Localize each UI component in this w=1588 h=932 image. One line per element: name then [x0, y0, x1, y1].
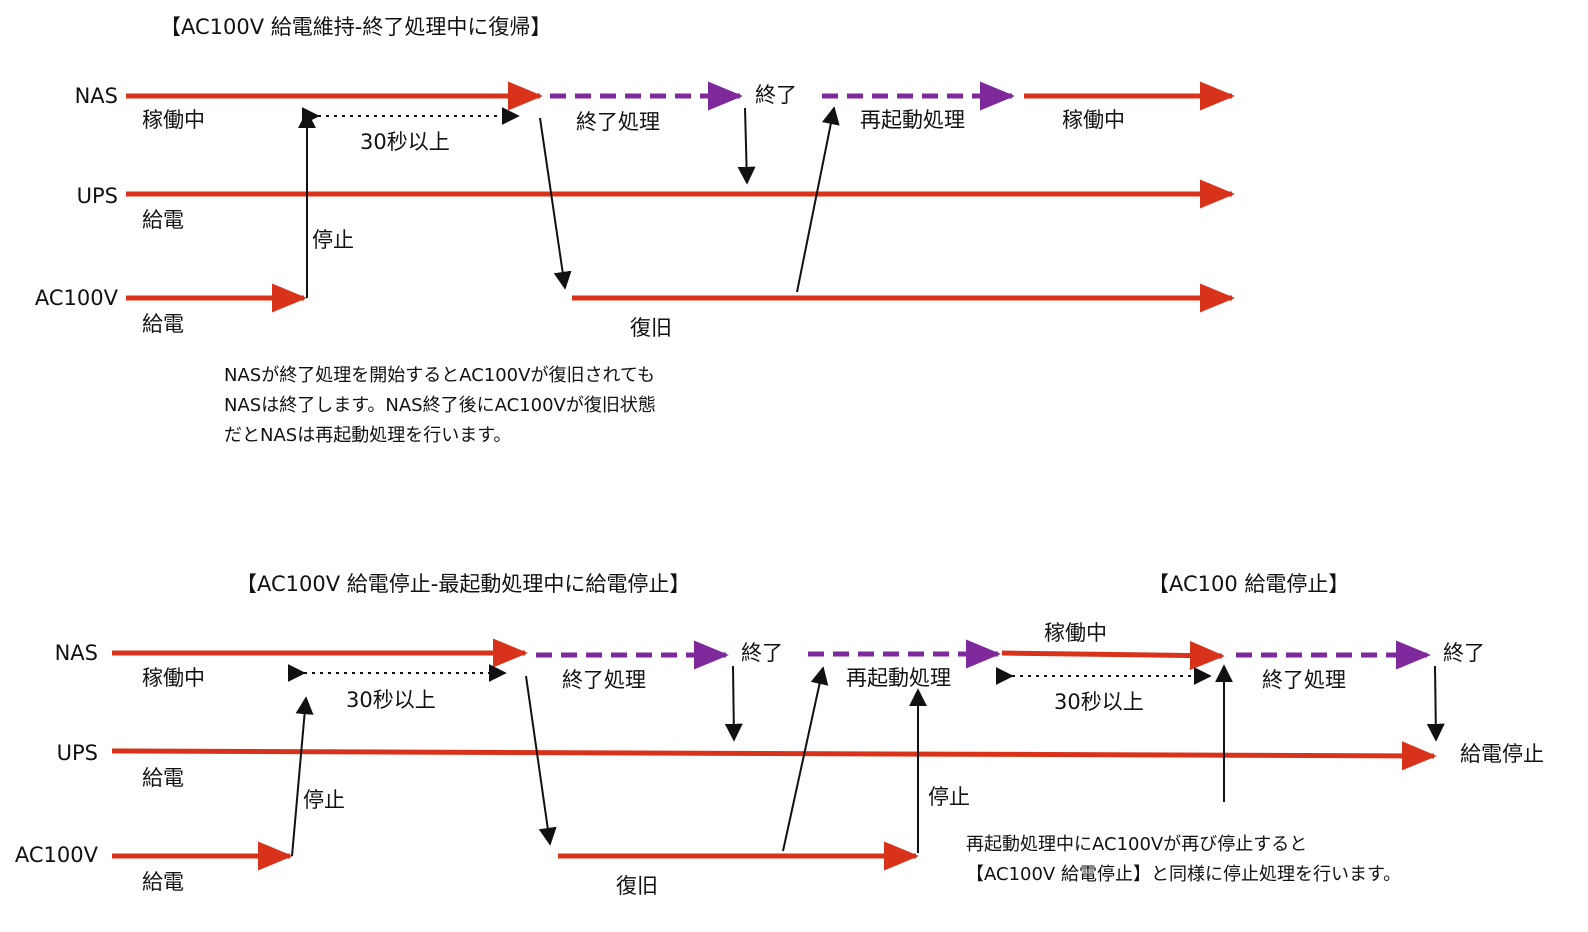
bottom-ups-stop-label: 給電停止 — [1460, 742, 1544, 766]
bottom-ac-row-label: AC100V — [15, 843, 99, 867]
bottom-note-line-2: 【AC100V 給電停止】と同様に停止処理を行います。 — [966, 864, 1401, 885]
top-note-line-1: NASが終了処理を開始するとAC100Vが復旧されても — [224, 365, 655, 386]
bottom-end-label-2: 終了 — [1443, 641, 1485, 665]
bottom-ac-supply-label: 給電 — [142, 870, 184, 894]
bottom-title-right: 【AC100 給電停止】 — [1148, 572, 1349, 596]
bottom-interval-label-2: 30秒以上 — [1054, 690, 1144, 714]
top-title: 【AC100V 給電維持-終了処理中に復帰】 — [160, 15, 551, 39]
top-ups-row-label: UPS — [77, 184, 118, 208]
bottom-ups-supply-line — [111, 741, 1437, 771]
top-end-label: 終了 — [755, 83, 797, 107]
top-ac-row-label: AC100V — [35, 286, 119, 310]
bottom-ups-row-label: UPS — [57, 741, 98, 765]
top-ac-supply-label: 給電 — [142, 312, 184, 336]
bottom-shutdown-start-arrow — [525, 675, 557, 846]
top-shutdown-label: 終了処理 — [576, 110, 660, 134]
bottom-title: 【AC100V 給電停止-最起動処理中に給電停止】 — [236, 572, 690, 596]
bottom-nas-running-label: 稼働中 — [142, 666, 205, 690]
top-restart-label: 再起動処理 — [860, 108, 965, 132]
top-interval-label: 30秒以上 — [360, 130, 450, 154]
top-note-line-3: だとNASは再起動処理を行います。 — [224, 425, 511, 446]
bottom-stop-label-1: 停止 — [303, 788, 345, 812]
bottom-nas-running-label-2: 稼働中 — [1044, 621, 1107, 645]
bottom-restart-trigger-arrow — [782, 666, 829, 852]
top-nas-running-label: 稼働中 — [142, 108, 205, 132]
bottom-interval-label-1: 30秒以上 — [346, 688, 436, 712]
bottom-ups-supply-label: 給電 — [142, 766, 184, 790]
bottom-nas-running-line-2 — [1001, 640, 1225, 671]
bottom-restart-label: 再起動処理 — [846, 666, 951, 690]
top-note-line-2: NASは終了します。NAS終了後にAC100Vが復旧状態 — [224, 395, 656, 416]
top-nas-row-label: NAS — [75, 84, 118, 108]
bottom-nas-row-label: NAS — [55, 641, 98, 665]
top-end-arrow — [737, 107, 756, 185]
top-nas-running-label-2: 稼働中 — [1062, 108, 1125, 132]
bottom-stop-label-2: 停止 — [928, 785, 970, 809]
top-stop-label: 停止 — [312, 228, 354, 252]
bottom-end-label-1: 終了 — [741, 641, 783, 665]
bottom-restore-label: 復旧 — [616, 874, 658, 898]
bottom-end-arrow-2 — [1426, 665, 1445, 742]
top-shutdown-start-arrow — [539, 117, 572, 290]
bottom-stop-event-arrow — [291, 696, 314, 857]
top-diagram: 【AC100V 給電維持-終了処理中に復帰】 NAS UPS AC100V 稼働… — [35, 15, 1235, 446]
top-restart-trigger-arrow — [796, 106, 840, 293]
bottom-end-arrow-1 — [724, 665, 743, 742]
bottom-shutdown-label-2: 終了処理 — [1262, 668, 1346, 692]
bottom-note-line-1: 再起動処理中にAC100Vが再び停止すると — [966, 834, 1307, 855]
bottom-diagram: 【AC100V 給電停止-最起動処理中に給電停止】 【AC100 給電停止】 N… — [15, 572, 1544, 898]
top-restore-label: 復旧 — [630, 316, 672, 340]
bottom-shutdown-label-1: 終了処理 — [562, 668, 646, 692]
top-ups-supply-label: 給電 — [142, 208, 184, 232]
